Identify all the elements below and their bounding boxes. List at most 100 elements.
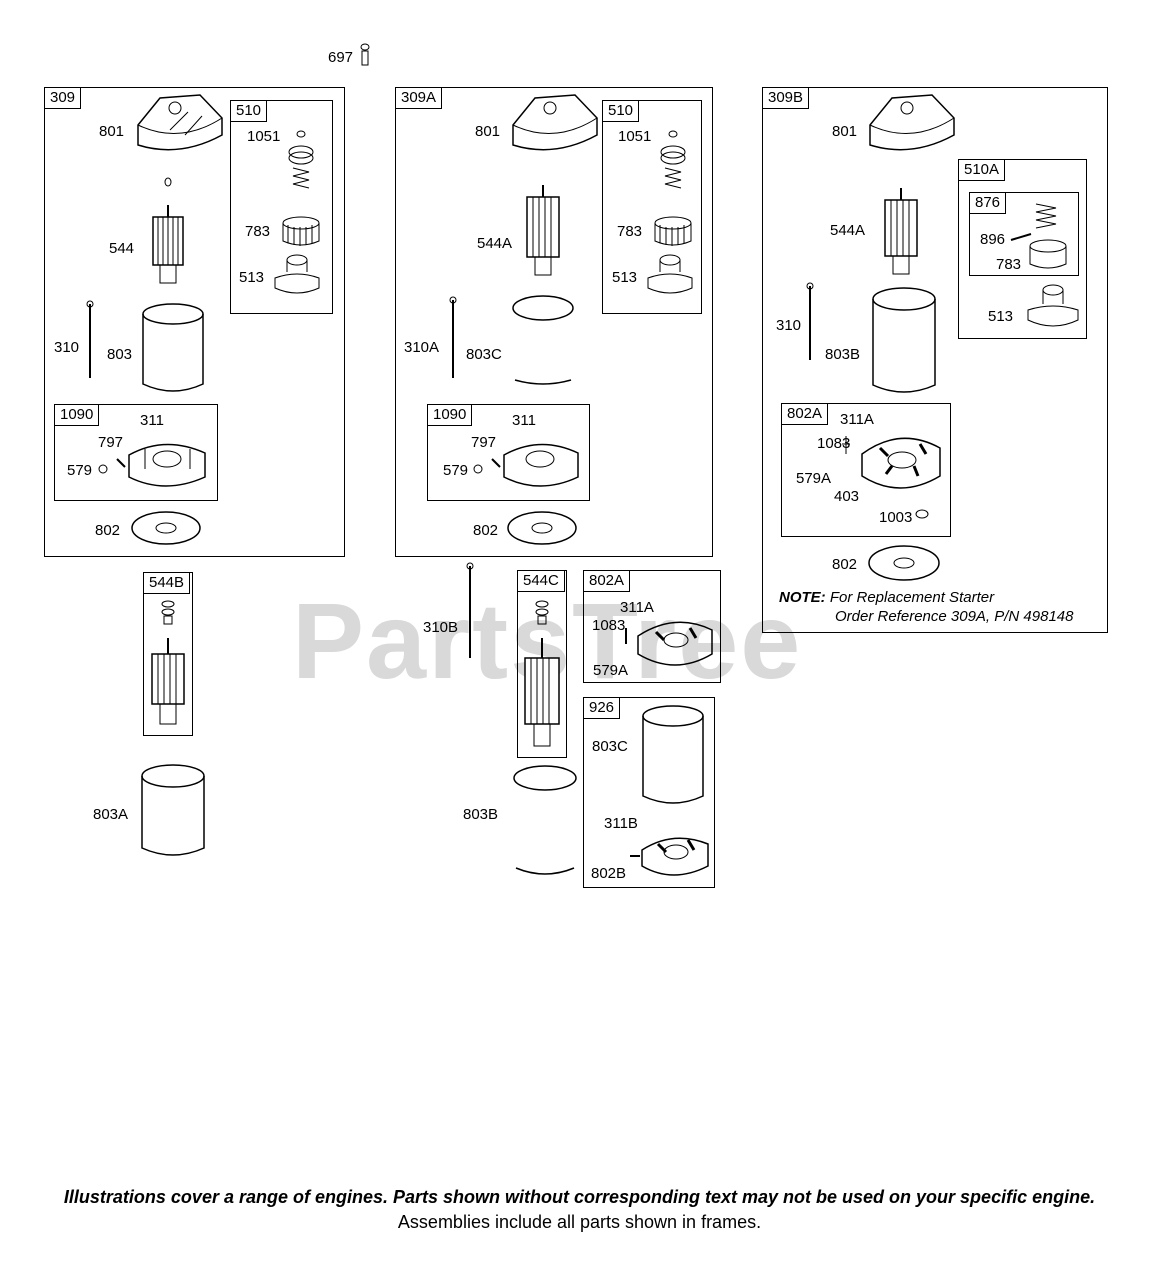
frame-510-b: 510 [602, 100, 702, 314]
frame-510-b-tag: 510 [602, 100, 640, 122]
label-513: 513 [239, 269, 265, 286]
armature-544A-b-icon [884, 188, 918, 275]
label-579A: 579A [796, 470, 832, 487]
gasket-802b-icon [507, 511, 577, 545]
label-896: 896 [980, 231, 1006, 248]
label-803C: 803C [466, 346, 502, 363]
label-544: 544 [109, 240, 135, 257]
gasket-802-icon [131, 511, 201, 545]
frame-510-a: 510 [230, 100, 333, 314]
frame-510-a-tag: 510 [230, 100, 268, 122]
brush-plate-1090-icon [98, 443, 206, 487]
housing-803B-icon [872, 287, 936, 393]
label-311: 311 [140, 412, 164, 429]
frame-802A-b: 802A [583, 570, 721, 683]
housing-803C-b-icon [642, 705, 704, 804]
label-1083-b: 1083 [592, 617, 626, 634]
label-513b: 513 [612, 269, 638, 286]
label-801: 801 [99, 123, 125, 140]
frame-926-tag: 926 [583, 697, 621, 719]
frame-309B: 309B [762, 87, 1108, 633]
armature-544-icon [152, 205, 184, 284]
label-802: 802 [95, 522, 121, 539]
housing-803B-b-icon [513, 765, 577, 875]
label-803: 803 [107, 346, 133, 363]
housing-803A-icon [141, 764, 205, 856]
frame-510A-tag: 510A [958, 159, 1006, 181]
label-311A: 311A [840, 411, 874, 428]
pinion-gear-783-icon [282, 216, 320, 246]
brush-plate-802A-b-icon [625, 621, 713, 666]
frame-544B-tag: 544B [143, 572, 191, 594]
assemblies-text: Assemblies include all parts shown in fr… [397, 1212, 762, 1232]
frame-309B-tag: 309B [762, 87, 810, 109]
armature-544B-icon [151, 600, 185, 725]
label-1051b: 1051 [618, 128, 652, 145]
label-803C-b: 803C [592, 738, 628, 755]
label-803A: 803A [93, 806, 129, 823]
label-310B: 310B [423, 619, 459, 636]
label-544A-b: 544A [830, 222, 866, 239]
frame-1090-b: 1090 [427, 404, 590, 501]
spring-stack-1051b-icon [660, 130, 686, 189]
disclaimer-text: Illustrations cover a range of engines. … [63, 1187, 1096, 1207]
label-311B: 311B [604, 815, 638, 832]
label-802B: 802B [591, 865, 627, 882]
label-802c: 802 [832, 556, 858, 573]
label-310A: 310A [404, 339, 440, 356]
frame-876: 876 [969, 192, 1079, 276]
housing-803-icon [142, 303, 204, 392]
frame-802A-a-tag: 802A [781, 403, 829, 425]
through-bolt-310-icon [86, 300, 94, 378]
frame-510A: 510A [958, 159, 1087, 339]
frame-802A-b-tag: 802A [583, 570, 631, 592]
frame-309: 309 [44, 87, 345, 557]
frame-309A-tag: 309A [395, 87, 443, 109]
end-cap-801b-icon [512, 94, 598, 151]
label-579A-b: 579A [593, 662, 629, 679]
frame-1090-a: 1090 [54, 404, 218, 501]
label-544A: 544A [477, 235, 513, 252]
label-1051: 1051 [247, 128, 281, 145]
label-697: 697 [328, 49, 354, 66]
end-cap-801c-icon [869, 94, 955, 151]
brush-plate-802A-icon [842, 436, 941, 519]
frame-1090-b-tag: 1090 [427, 404, 473, 426]
spring-stack-1051-icon [288, 130, 314, 189]
drive-assembly-876-icon [1010, 203, 1067, 269]
retainer-513c-icon [1027, 284, 1079, 327]
gasket-802c-icon [868, 545, 940, 581]
label-803B: 803B [825, 346, 861, 363]
label-311b: 311 [512, 412, 536, 429]
note-line-2: Order Reference 309A, P/N 498148 [835, 608, 1074, 625]
brush-plate-311B-icon [630, 837, 709, 876]
through-bolt-310B-icon [466, 562, 474, 658]
label-797b: 797 [471, 434, 497, 451]
label-310: 310 [54, 339, 80, 356]
screw-697-icon [360, 43, 370, 66]
frame-544B: 544B [143, 572, 193, 736]
frame-309A: 309A [395, 87, 713, 557]
armature-544A-icon [526, 185, 560, 276]
retainer-513b-icon [647, 254, 693, 294]
frame-544C-tag: 544C [517, 570, 565, 592]
through-bolt-310A-icon [449, 296, 457, 378]
label-579: 579 [67, 462, 93, 479]
label-797: 797 [98, 434, 124, 451]
washer-small-icon [164, 177, 172, 187]
replacement-note: NOTE: For Replacement Starter Order Refe… [779, 588, 1073, 626]
label-783: 783 [245, 223, 271, 240]
label-310c: 310 [776, 317, 802, 334]
label-783b: 783 [617, 223, 643, 240]
frame-1090-a-tag: 1090 [54, 404, 100, 426]
label-1003: 1003 [879, 509, 913, 526]
label-403: 403 [834, 488, 860, 505]
label-311A-b: 311A [620, 599, 654, 616]
label-801b: 801 [475, 123, 501, 140]
label-579b: 579 [443, 462, 469, 479]
armature-544C-icon [524, 600, 560, 747]
frame-544C: 544C [517, 570, 567, 758]
label-783c: 783 [996, 256, 1022, 273]
retainer-513-icon [274, 254, 320, 294]
pinion-gear-783b-icon [654, 216, 692, 246]
